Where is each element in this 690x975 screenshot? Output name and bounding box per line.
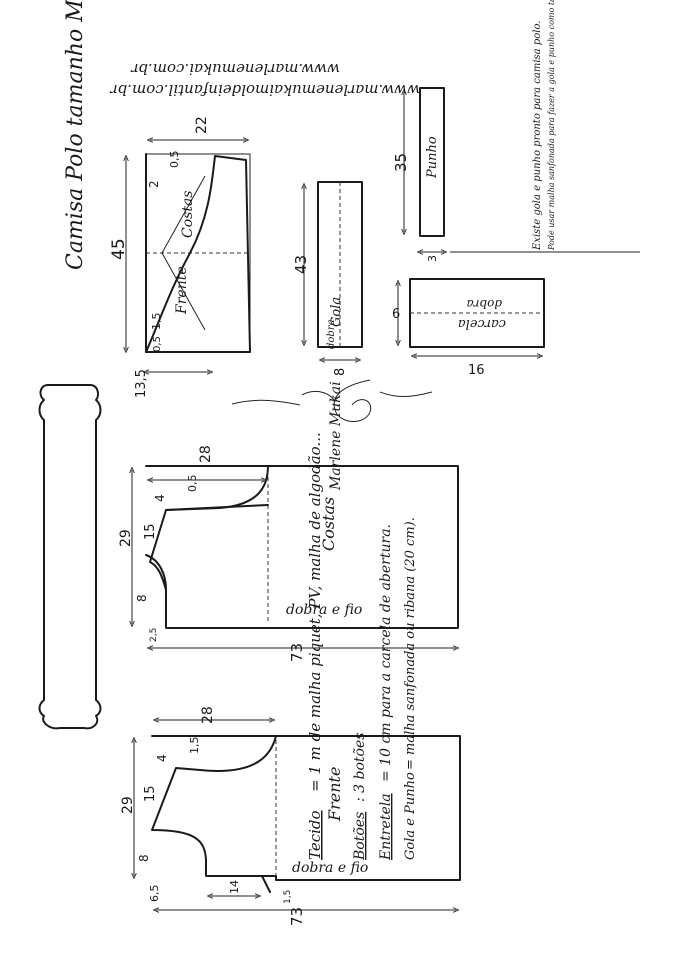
back-cap: 0,5 xyxy=(186,475,199,493)
note-2: Pode usar malha sanfonada para fazer a g… xyxy=(547,0,556,251)
front-length: 73 xyxy=(288,907,306,926)
placket-piece: 6 16 carcela dobra xyxy=(392,278,545,378)
placket-label: carcela xyxy=(458,316,506,331)
front-armhole: 29 xyxy=(120,796,136,814)
back-neck: 8 xyxy=(135,594,149,602)
sleeve-cap-c: 0,5 xyxy=(168,151,181,169)
back-bodice-piece: 28 29 15 4 0,5 8 2,5 73 Costas dobra e f… xyxy=(118,445,459,662)
website-text: www.marlenemukaimoldeinfantil.com.br www… xyxy=(110,60,420,99)
sleeve-height: 45 xyxy=(109,238,129,260)
front-shoulder: 15 xyxy=(143,785,158,802)
sleeve-cap-curve xyxy=(145,155,251,353)
front-armhole-curve xyxy=(199,735,277,772)
placket-fold: dobra xyxy=(467,297,502,311)
note-1: Existe gola e punho pronto para camisa p… xyxy=(532,21,543,251)
sleeve-cap-d: 1,5 xyxy=(150,313,163,331)
sleeve-bottom: 13,5 xyxy=(134,369,149,398)
material-row-buttons: Botões : 3 botões xyxy=(352,733,368,861)
sleeve-top: 22 xyxy=(194,116,210,134)
title-banner: Camisa Polo tamanho M xyxy=(38,0,102,730)
front-width: 28 xyxy=(200,706,216,724)
placket-width: 16 xyxy=(468,363,485,378)
back-length: 73 xyxy=(288,643,306,662)
cuff-width: 3 xyxy=(426,255,439,262)
front-fold: dobra e fio xyxy=(292,860,368,876)
front-placket-width: 1,5 xyxy=(283,890,293,904)
website-line-2: www.marlenemukai.com.br xyxy=(130,60,340,78)
page-title: Camisa Polo tamanho M xyxy=(63,0,88,270)
sleeve-piece: 45 22 2 0,5 1,5 0,5 13,5 Costas Frente xyxy=(109,116,251,398)
materials-block: Tecido = 1 m de malha piquet, PV, malha … xyxy=(306,432,418,861)
material-row-collar-cuff: Gola e Punho = malha sanfonada ou ribana… xyxy=(403,517,418,860)
collar-fold: dobra xyxy=(326,319,337,349)
back-shoulder: 15 xyxy=(143,523,158,540)
material-buttons-label: Botões xyxy=(352,812,368,861)
material-collar-cuff-value: = malha sanfonada ou ribana (20 cm). xyxy=(403,517,418,770)
front-neck-side: 6,5 xyxy=(148,885,161,903)
back-fold: dobra e fio xyxy=(286,602,362,618)
front-cap: 1,5 xyxy=(188,737,201,755)
material-row-fabric: Tecido = 1 m de malha piquet, PV, malha … xyxy=(306,432,324,860)
cuff-label: Punho xyxy=(425,136,440,179)
website-line-1: www.marlenemukaimoldeinfantil.com.br xyxy=(110,81,420,99)
signature-text: Marlene Mukai xyxy=(328,381,344,491)
sleeve-front-label: Frente xyxy=(174,266,190,315)
material-fabric-label: Tecido xyxy=(306,810,324,860)
material-row-interfacing: Entretela = 10 cm para a carcela de aber… xyxy=(378,524,394,861)
cuff-piece: 35 3 Punho xyxy=(392,87,444,262)
collar-label: Gola xyxy=(329,297,344,327)
back-neck-drop: 2,5 xyxy=(149,628,159,642)
back-width: 28 xyxy=(198,445,214,463)
sleeve-cap-b: 2 xyxy=(147,180,161,188)
material-interfacing-value: = 10 cm para a carcela de abertura. xyxy=(378,524,394,782)
front-bodice-piece: 28 29 15 4 1,5 8 6,5 14 1,5 73 Frente do… xyxy=(120,706,461,926)
collar-piece: 43 8 Gola dobra xyxy=(292,181,363,376)
front-placket: 14 xyxy=(228,880,241,894)
material-fabric-value: = 1 m de malha piquet, PV, malha de algo… xyxy=(306,432,324,792)
notes-block: Existe gola e punho pronto para camisa p… xyxy=(450,0,640,253)
collar-length: 43 xyxy=(292,255,310,274)
back-label: Costas xyxy=(319,497,338,551)
front-neck: 8 xyxy=(137,854,151,862)
collar-width: 8 xyxy=(333,368,348,376)
material-interfacing-label: Entretela xyxy=(378,793,394,861)
back-armhole-curve xyxy=(165,465,269,511)
material-buttons-value: : 3 botões xyxy=(352,733,368,802)
material-collar-cuff-label: Gola e Punho xyxy=(403,772,418,860)
placket-height: 6 xyxy=(392,307,400,322)
signature: Marlene Mukai xyxy=(231,379,433,491)
back-armhole: 29 xyxy=(118,529,134,547)
front-shoulder-drop: 4 xyxy=(155,754,169,762)
front-label: Frente xyxy=(325,767,344,822)
back-shoulder-drop: 4 xyxy=(153,494,167,502)
cuff-length: 35 xyxy=(392,153,410,172)
sleeve-cap-e: 0,5 xyxy=(152,336,163,352)
sleeve-back-label: Costas xyxy=(180,191,196,238)
